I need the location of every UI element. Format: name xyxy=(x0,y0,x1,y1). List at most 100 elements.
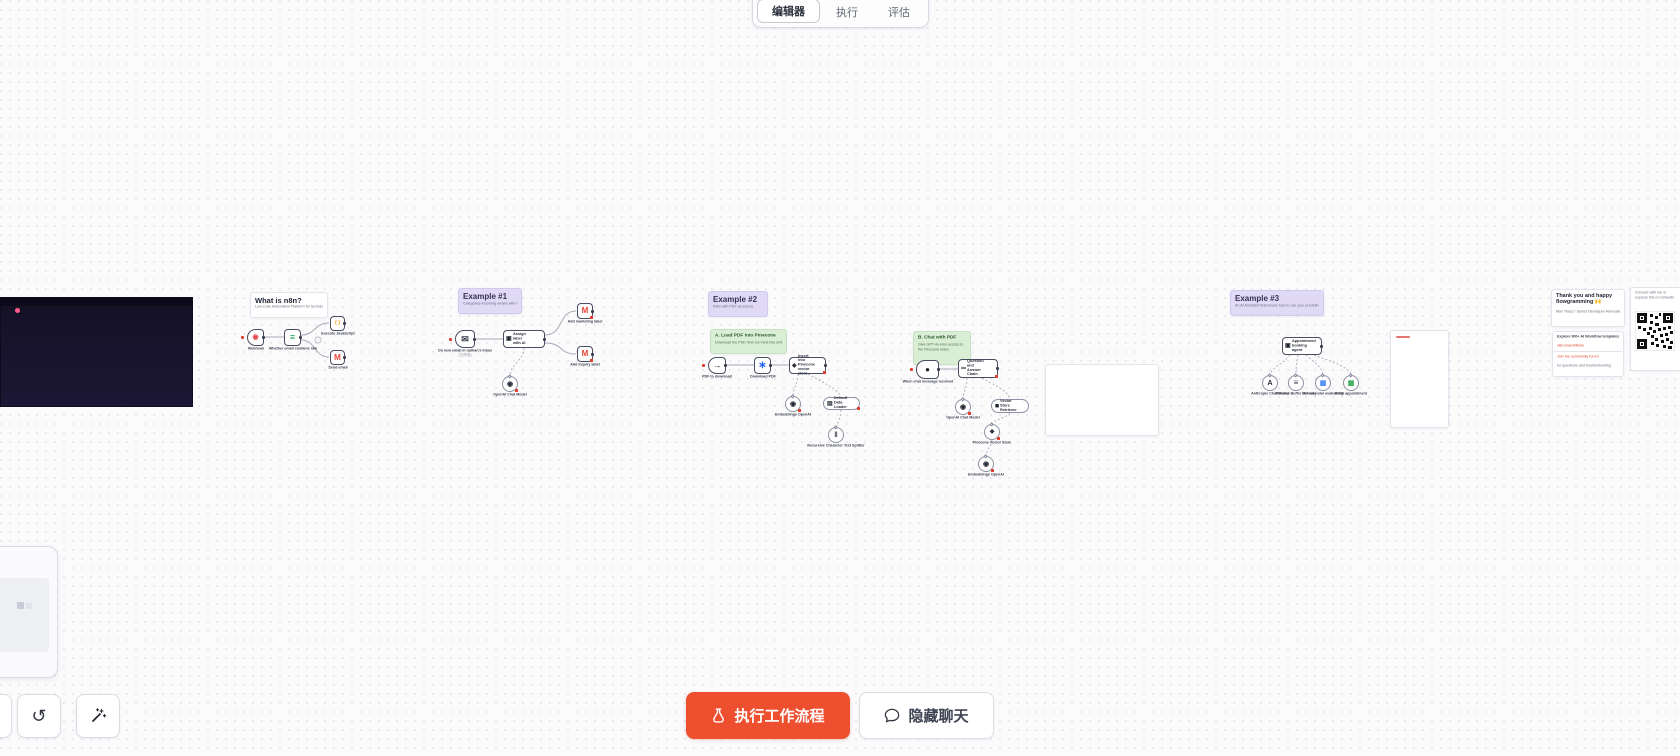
sticky-line: Max Tkacz / Senior Developer Advocate @ … xyxy=(1556,309,1620,314)
manual-icon: → xyxy=(712,360,722,370)
tab-editor[interactable]: 编辑器 xyxy=(757,0,820,23)
warning-indicator xyxy=(990,468,994,472)
node-email-filter[interactable]: ≡Whether email contains n8n xyxy=(268,329,317,351)
minimap-panel xyxy=(0,546,58,678)
sticky-blank-note[interactable] xyxy=(1045,364,1159,436)
magic-wand-icon xyxy=(92,708,107,722)
node-get-calendar-availability[interactable]: ▦Get calendar availability xyxy=(1302,375,1344,396)
node-recursive-text-splitter[interactable]: ‖Recursive Character Text Splitter xyxy=(807,427,865,448)
sticky-line: Explore 900+ AI Workflow templates on xyxy=(1557,335,1619,339)
flask-icon xyxy=(713,708,725,723)
vector-icon: ◆ xyxy=(792,362,797,369)
undo-button[interactable]: ↺ xyxy=(17,694,61,738)
warning-indicator xyxy=(589,315,593,319)
node-vector-store-retriever[interactable]: ◼Vector Store Retriever xyxy=(991,399,1029,413)
node-booking-agent[interactable]: ▣Appointment booking agent xyxy=(1282,337,1323,355)
connection-edge xyxy=(807,373,842,397)
sticky-tall-note[interactable] xyxy=(1390,330,1449,428)
node-label: Send email xyxy=(327,366,348,370)
tidy-up-button[interactable] xyxy=(76,694,120,738)
connection-edge xyxy=(544,342,577,355)
trigger-exec-dot xyxy=(241,336,244,339)
node-label: Window Buffer Memory xyxy=(1275,392,1317,396)
node-assign-label-ai[interactable]: ▣Assign label with AI xyxy=(503,330,546,348)
connection-edge xyxy=(314,336,322,344)
node-webhook[interactable]: ◉Webhook xyxy=(247,329,265,351)
sticky-thanks[interactable]: Thank you and happy flowgramming 🙌Max Tk… xyxy=(1551,289,1625,327)
sticky-what-is-n8n[interactable]: What is n8n?Low-code Automation Platform… xyxy=(250,292,328,318)
warning-indicator xyxy=(797,408,801,412)
node-chat-trigger[interactable]: ●When chat message received xyxy=(902,360,953,384)
webhook-icon: ◉ xyxy=(252,334,259,341)
node-face-label: Insert into Pinecone vector store xyxy=(797,354,815,376)
gcal-green-icon: ▦ xyxy=(1347,379,1355,387)
loader-icon: ▤ xyxy=(827,400,833,407)
node-execute-javascript[interactable]: { }Execute JavaScript xyxy=(321,316,354,336)
filter-icon: ≡ xyxy=(289,332,296,342)
hide-chat-button[interactable]: 隐藏聊天 xyxy=(859,692,994,739)
node-pinecone-read[interactable]: ◆Pinecone Vector Store xyxy=(973,424,1011,445)
openai-icon: ◉ xyxy=(982,460,990,468)
gmail-icon: M xyxy=(581,306,589,315)
node-b-embeddings-openai[interactable]: ◉ Embeddings OpenAI xyxy=(968,456,1004,477)
node-anthropic-chat-model[interactable]: A Anthropic Chat Model xyxy=(1251,375,1289,396)
node-pinecone-insert[interactable]: ◆Insert into Pinecone vector store xyxy=(789,354,827,376)
sticky-title: A. Load PDF into Pinecone xyxy=(715,333,776,338)
sticky-line: Give GPT-4o-mini access to the Pinecone … xyxy=(918,343,964,352)
node-label: Download PDF xyxy=(749,375,776,379)
execute-workflow-button[interactable]: 执行工作流程 xyxy=(686,692,850,739)
node-face-label: Question and Answer Chain xyxy=(967,359,984,377)
anthropic-icon: A xyxy=(1267,379,1273,387)
node-label: Add marketing label xyxy=(567,320,603,324)
sticky-qr-note[interactable]: Connect with me or express this on Linke… xyxy=(1630,287,1680,371)
openai-icon: ◉ xyxy=(959,403,967,411)
node-label: Get calendar availability xyxy=(1302,392,1344,396)
trigger-exec-dot xyxy=(449,337,452,341)
node-gmail-trigger[interactable]: ✉On new email in nathan's inbox(已停用) xyxy=(438,330,492,357)
node-label: Pinecone Vector Store xyxy=(972,441,1012,445)
canvas-control-button[interactable] xyxy=(0,694,12,738)
sticky-line: Low-code Automation Platform for technic… xyxy=(255,305,323,309)
connection-edge xyxy=(992,412,1011,424)
node-face-label: Vector Store Retriever xyxy=(1000,399,1017,413)
node-pdf-trigger[interactable]: →PDF to download xyxy=(702,357,732,379)
thumbnail-top-band xyxy=(0,297,193,306)
sticky-line: for questions and troubleshooting xyxy=(1557,363,1611,368)
sticky-title: Example #1 xyxy=(463,292,508,301)
tiny-red-note xyxy=(1396,336,1410,338)
node-wf2-embeddings-openai[interactable]: ◉ Embeddings OpenAI xyxy=(775,396,811,417)
node-download-pdf[interactable]: ∗Download PDF xyxy=(750,357,775,379)
tab-evaluations[interactable]: 评估 xyxy=(888,7,910,19)
sticky-title: Example #3 xyxy=(1235,294,1280,303)
node-window-buffer-memory[interactable]: ≡Window Buffer Memory xyxy=(1276,375,1316,396)
node-qa-chain[interactable]: ∞Question and Answer Chain xyxy=(958,359,999,378)
openai-icon: ◉ xyxy=(789,400,797,408)
node-label: Add inquiry label xyxy=(570,363,600,367)
node-b-openai-chat-model[interactable]: ◉OpenAI Chat Model xyxy=(946,399,980,420)
node-default-data-loader[interactable]: ▤Default Data Loader xyxy=(823,397,860,410)
execute-workflow-label: 执行工作流程 xyxy=(734,708,825,725)
qr-code xyxy=(1634,310,1676,351)
node-label: Embeddings OpenAI xyxy=(775,413,811,417)
sticky-line: n8n.io/workflows xyxy=(1557,343,1584,348)
node-sublabel: (已停用) xyxy=(458,353,472,358)
trigger-exec-dot xyxy=(702,364,705,367)
node-label: Anthropic Chat Model xyxy=(1251,392,1289,396)
node-wf1-openai-chat-model[interactable]: ◉OpenAI Chat Model xyxy=(493,376,527,397)
tab-executions[interactable]: 执行 xyxy=(836,7,858,19)
node-label: Embeddings OpenAI xyxy=(968,473,1004,477)
connection-edge xyxy=(1305,354,1324,375)
chat-bubble-icon xyxy=(885,708,900,722)
node-book-appointment[interactable]: ▦Book appointment xyxy=(1335,375,1367,396)
node-add-marketing-label[interactable]: M Add marketing label xyxy=(568,303,602,324)
